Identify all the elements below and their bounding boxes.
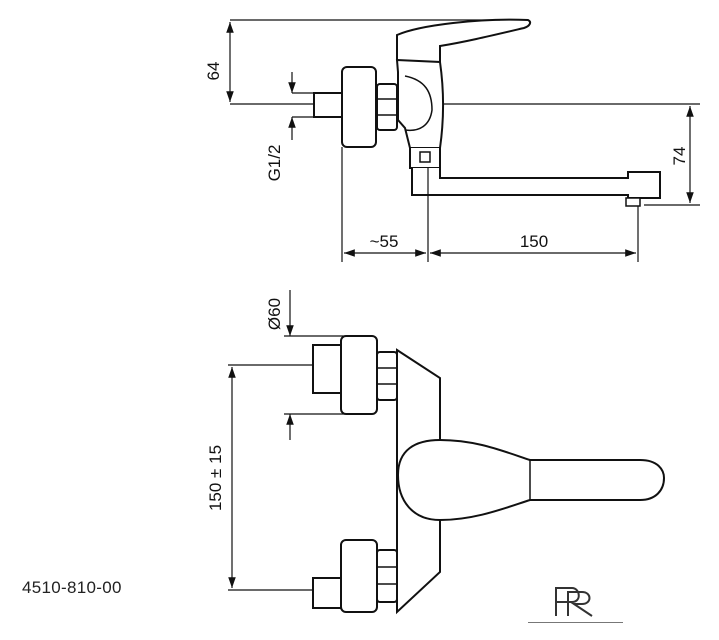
side-dim-lines	[230, 19, 700, 262]
side-connector	[313, 92, 343, 118]
front-lower-nut	[376, 549, 398, 603]
side-body	[395, 58, 444, 149]
side-spout	[411, 168, 661, 199]
dim-thread: G1/2	[265, 145, 284, 182]
side-view	[313, 18, 661, 207]
front-lever	[396, 438, 666, 522]
logo-underline	[528, 622, 623, 623]
front-lower-escutcheon	[340, 539, 378, 613]
dim-spout-reach: 150	[520, 232, 548, 251]
dim-spacing: 150 ± 15	[206, 445, 225, 511]
side-lever	[396, 18, 532, 66]
side-nut	[376, 83, 398, 131]
brand-logo	[555, 587, 593, 617]
dim-height-spout: 74	[670, 147, 689, 166]
front-lower-connector	[312, 577, 342, 609]
front-upper-escutcheon	[340, 335, 378, 415]
front-upper-nut	[376, 351, 398, 401]
side-escutcheon	[341, 66, 377, 148]
dim-height-top: 64	[204, 62, 223, 81]
product-code: 4510-810-00	[22, 578, 122, 597]
front-dim-lines	[228, 290, 345, 591]
front-view	[312, 335, 666, 615]
dim-offset: ~55	[370, 232, 399, 251]
front-upper-connector	[312, 344, 342, 394]
dim-diameter: Ø60	[265, 298, 284, 330]
side-dim-arrows	[226, 21, 694, 257]
